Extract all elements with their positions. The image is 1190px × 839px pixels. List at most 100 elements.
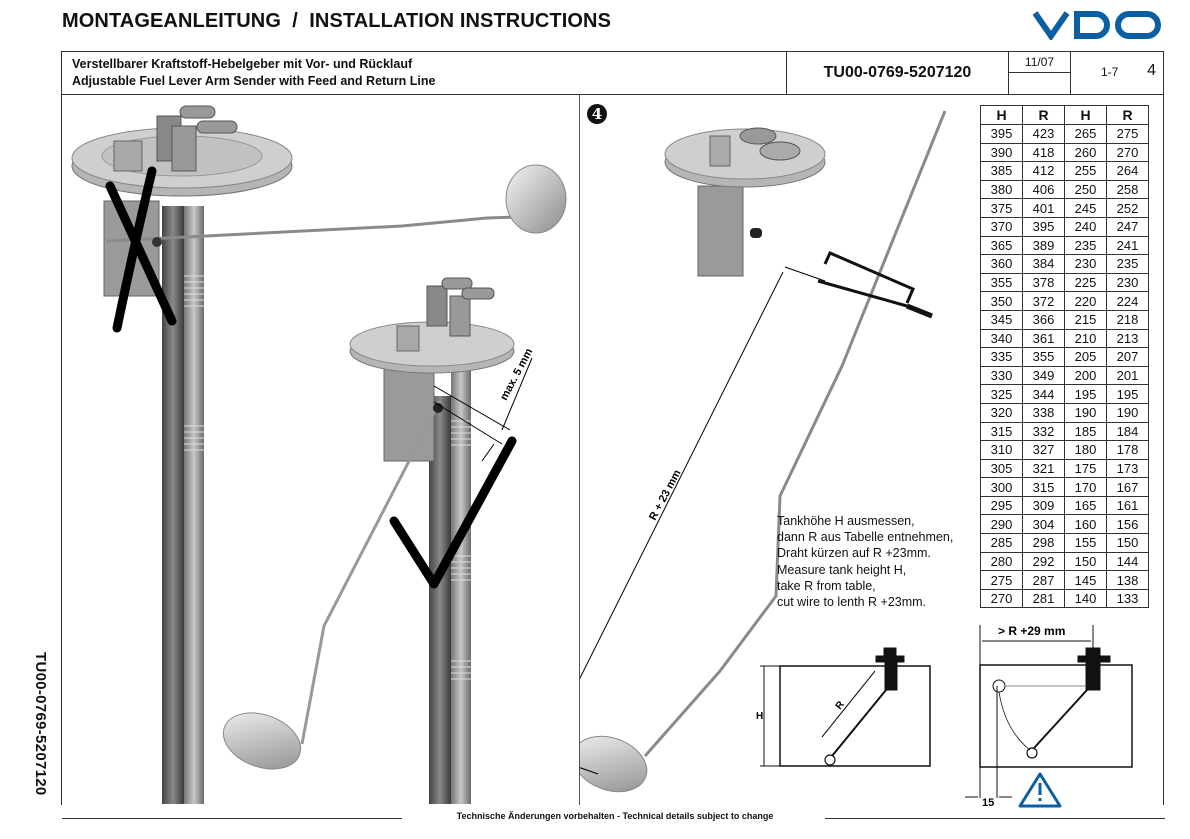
table-cell: 423 [1022, 124, 1065, 144]
date: 11/07 [1009, 52, 1070, 73]
frame-right-border [1163, 95, 1164, 805]
table-cell: 275 [1106, 124, 1149, 144]
sender-wrong-position [71, 105, 567, 804]
table-cell: 338 [1022, 402, 1065, 423]
table-cell: 401 [1022, 198, 1065, 218]
table-cell: 213 [1106, 328, 1149, 349]
table-cell: 290 [980, 514, 1023, 535]
table-cell: 235 [1106, 254, 1149, 274]
table-cell: 281 [1022, 588, 1065, 609]
table-cell: 280 [980, 551, 1023, 572]
tank-height-label: H [756, 711, 763, 722]
table-cell: 161 [1106, 495, 1149, 516]
table-cell: 418 [1022, 142, 1065, 163]
footer: Technische Änderungen vorbehalten - Tech… [0, 810, 1190, 826]
table-header-row: H R H R [980, 105, 1149, 125]
instruction-line: cut wire to lenth R +23mm. [777, 595, 927, 610]
page-cell: 1-7 4 [1070, 52, 1164, 94]
table-cell: 361 [1022, 328, 1065, 349]
table-cell: 133 [1106, 588, 1149, 609]
step-number-badge: 4 [587, 104, 607, 124]
table-cell: 349 [1022, 365, 1065, 386]
table-cell: 366 [1022, 309, 1065, 330]
document-number: TU00-0769-5207120 [786, 52, 1008, 94]
table-cell: 178 [1106, 440, 1149, 460]
wire-length-label: R + 23 mm [647, 468, 684, 523]
table-cell: 384 [1022, 254, 1065, 274]
instruction-line: take R from table, [777, 578, 876, 593]
float [580, 735, 648, 793]
column-header: H [1064, 105, 1107, 125]
subtitle-english: Adjustable Fuel Lever Arm Sender with Fe… [72, 74, 436, 88]
table-cell: 200 [1064, 365, 1107, 386]
table-cell: 224 [1106, 291, 1149, 311]
instruction-line: Draht kürzen auf R +23mm. [777, 546, 931, 561]
table-cell: 355 [980, 272, 1023, 293]
subtitle: Verstellbarer Kraftstoff-Hebelgeber mit … [72, 56, 436, 90]
table-cell: 250 [1064, 179, 1107, 200]
tank-diagram-height [760, 647, 931, 767]
table-cell: 355 [1022, 347, 1065, 367]
table-cell: 395 [1022, 216, 1065, 237]
length-dimension [580, 266, 826, 775]
table-cell: 335 [980, 347, 1023, 367]
table-cell: 380 [980, 179, 1023, 200]
table-cell: 390 [980, 142, 1023, 163]
subtitle-german: Verstellbarer Kraftstoff-Hebelgeber mit … [72, 57, 413, 71]
sender-installation-illustration: max. 5 mm [71, 105, 567, 804]
sender-correct-position: max. 5 mm [222, 277, 535, 804]
instruction-line: Measure tank height H, [777, 562, 907, 577]
table-cell: 350 [980, 291, 1023, 311]
header-box: Verstellbarer Kraftstoff-Hebelgeber mit … [61, 51, 1164, 95]
table-cell: 215 [1064, 309, 1107, 330]
table-cell: 320 [980, 402, 1023, 423]
table-cell: 220 [1064, 291, 1107, 311]
table-cell: 240 [1064, 216, 1107, 237]
page-title: MONTAGEANLEITUNG / INSTALLATION INSTRUCT… [62, 10, 612, 32]
tank-diagram-clearance: > R +29 mm 15 [965, 624, 1133, 809]
table-cell: 190 [1106, 402, 1149, 423]
table-cell: 298 [1022, 533, 1065, 553]
table-cell: 378 [1022, 272, 1065, 293]
table-cell: 210 [1064, 328, 1107, 349]
vdo-logo [1032, 11, 1161, 40]
table-cell: 309 [1022, 495, 1065, 516]
table-cell: 195 [1106, 384, 1149, 404]
table-cell: 372 [1022, 291, 1065, 311]
table-cell: 195 [1064, 384, 1107, 404]
table-cell: 315 [980, 421, 1023, 442]
table-cell: 255 [1064, 161, 1107, 181]
table-cell: 207 [1106, 347, 1149, 367]
table-cell: 247 [1106, 216, 1149, 237]
footer-disclaimer: Technische Änderungen vorbehalten - Tech… [456, 811, 774, 821]
instruction-line: dann R aus Tabelle entnehmen, [777, 530, 954, 545]
table-cell: 184 [1106, 421, 1149, 442]
table-cell: 145 [1064, 570, 1107, 590]
table-cell: 201 [1106, 365, 1149, 386]
table-cell: 344 [1022, 384, 1065, 404]
table-cell: 370 [980, 216, 1023, 237]
table-cell: 225 [1064, 272, 1107, 293]
table-cell: 389 [1022, 235, 1065, 256]
table-cell: 175 [1064, 458, 1107, 479]
table-cell: 412 [1022, 161, 1065, 181]
table-cell: 230 [1106, 272, 1149, 293]
table-cell: 167 [1106, 477, 1149, 497]
